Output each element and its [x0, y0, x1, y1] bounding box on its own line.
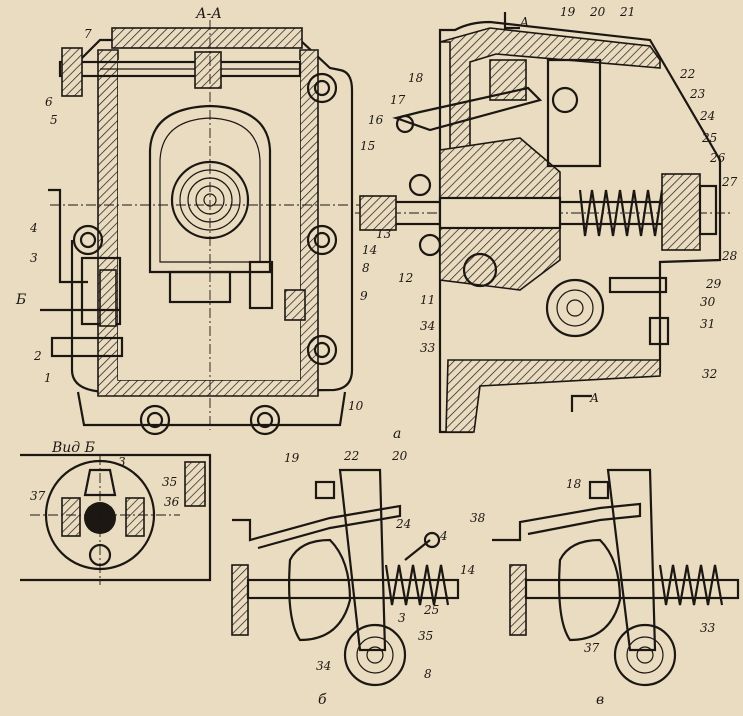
subfig-label-b: б: [318, 692, 327, 708]
callout-b-22: 22: [343, 449, 359, 463]
callout-v-18: 18: [566, 477, 582, 491]
callout-b-14: 14: [460, 563, 475, 577]
callout-18: 18: [408, 71, 424, 85]
callout-b-25: 25: [423, 603, 439, 617]
callout-25: 25: [701, 131, 717, 145]
callout-12: 12: [398, 271, 413, 285]
callout-7: 7: [84, 27, 92, 41]
callout-20: 20: [589, 5, 606, 19]
callout-v-37: 37: [584, 641, 600, 655]
callout-22: 22: [679, 67, 695, 81]
callout-19: 19: [560, 5, 576, 19]
callout-13: 13: [376, 227, 392, 241]
callout-1: 1: [44, 371, 52, 385]
main-spring: [578, 189, 664, 237]
subfigure-b: [231, 468, 460, 687]
callout-b-3: 3: [398, 611, 406, 625]
callout-b-4: 4: [439, 529, 448, 543]
callout-26: 26: [709, 151, 726, 165]
callout-b-19: 19: [284, 451, 300, 465]
callout-31: 31: [700, 317, 715, 331]
section-title: А-А: [195, 6, 222, 22]
view-b: [20, 453, 212, 585]
callout-4: 4: [29, 221, 38, 235]
callout-11: 11: [420, 293, 435, 307]
callout-17: 17: [390, 93, 406, 107]
callout-6: 6: [45, 95, 53, 109]
callout-15: 15: [360, 139, 375, 153]
callout-vb-37: 37: [30, 489, 46, 503]
callout-9: 9: [360, 289, 368, 303]
callout-21: 21: [619, 5, 635, 19]
callout-vb-35: 35: [162, 475, 177, 489]
callout-b-8: 8: [424, 667, 432, 681]
subfig-label-a: а: [393, 426, 401, 442]
callout-33: 33: [420, 341, 436, 355]
callout-5: 5: [50, 113, 58, 127]
callout-v-38: 38: [470, 511, 486, 525]
callout-23: 23: [689, 87, 706, 101]
callout-v-33: 33: [700, 621, 716, 635]
callout-27: 27: [721, 175, 738, 189]
top-cover: [111, 27, 303, 49]
callout-34: 34: [420, 319, 435, 333]
callout-2: 2: [33, 349, 42, 363]
callout-16: 16: [368, 113, 384, 127]
callout-8: 8: [362, 261, 370, 275]
callout-28: 28: [721, 249, 738, 263]
callout-14: 14: [362, 243, 377, 257]
callout-3: 3: [30, 251, 38, 265]
callout-b-24: 24: [395, 517, 411, 531]
callout-b-20: 20: [391, 449, 408, 463]
section-a-a-view: [40, 20, 360, 436]
callout-32: 32: [702, 367, 717, 381]
callout-b-35: 35: [418, 629, 433, 643]
callout-30: 30: [700, 295, 716, 309]
callout-29: 29: [705, 277, 722, 291]
callout-vb-36: 36: [164, 495, 180, 509]
callout-b-34: 34: [316, 659, 331, 673]
callout-10: 10: [348, 399, 364, 413]
callout-vb-3: 3: [118, 455, 126, 469]
arrow-a-top-label: А: [519, 15, 529, 29]
subfig-label-v: в: [596, 692, 604, 708]
callout-24: 24: [699, 109, 715, 123]
longitudinal-section-view: [355, 12, 730, 434]
subfigure-v: [492, 468, 740, 687]
arrow-b-label: Б: [15, 292, 26, 308]
view-title: Вид Б: [51, 440, 95, 456]
arrow-a-bottom-label: А: [589, 391, 599, 405]
